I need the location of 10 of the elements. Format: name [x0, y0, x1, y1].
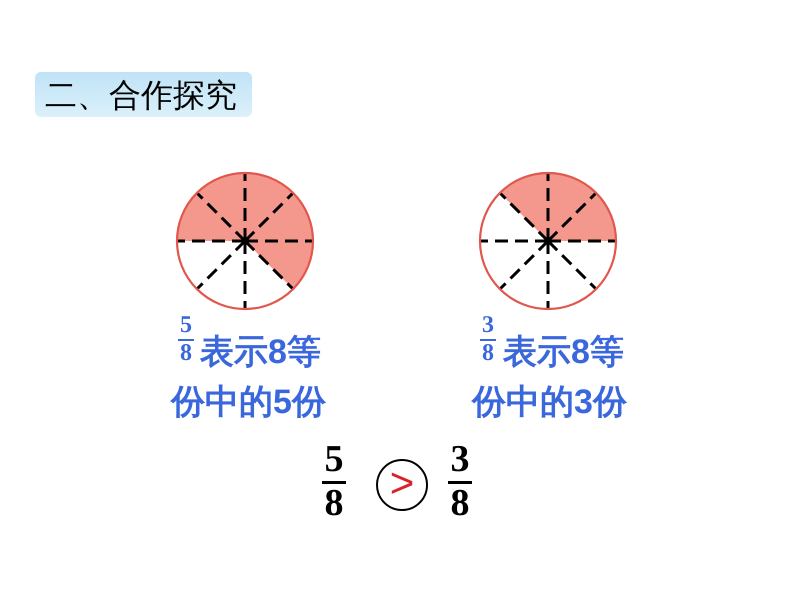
- fraction-caption: 5 8 表示8等份中的5份: [171, 315, 327, 423]
- fraction-denominator: 8: [324, 487, 344, 519]
- section-title: 二、合作探究: [45, 74, 237, 114]
- fraction-circle-drawing: [478, 171, 618, 311]
- fraction-numerator: 3: [450, 443, 470, 475]
- fraction-numerator: 5: [324, 443, 344, 475]
- comparison-sign: >: [390, 462, 414, 504]
- fraction-circle-drawing: [175, 171, 315, 311]
- fraction-denominator: 8: [450, 487, 470, 519]
- fraction-caption: 3 8 表示8等份中的3份: [472, 315, 628, 423]
